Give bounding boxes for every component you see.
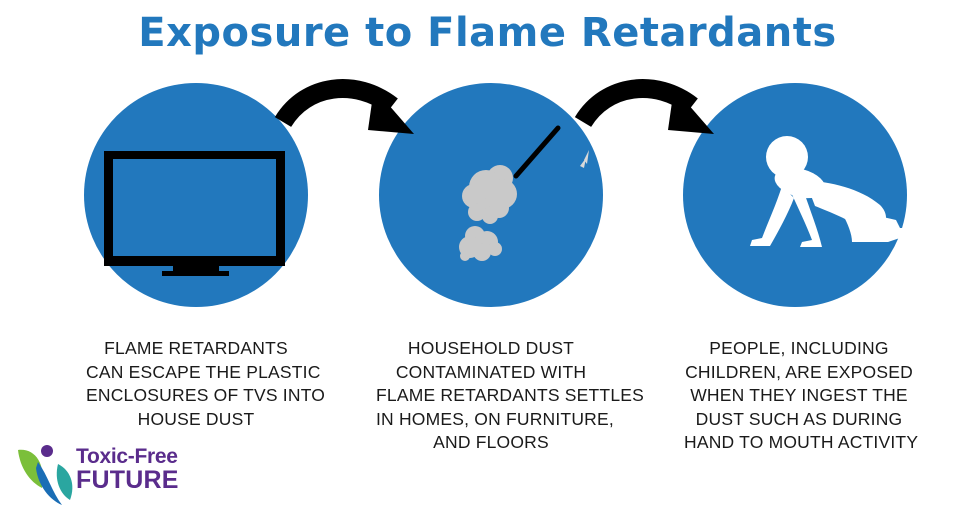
- crawling-baby-icon: [750, 136, 906, 247]
- step-1-caption: FLAME RETARDANTS CAN ESCAPE THE PLASTIC …: [86, 338, 326, 429]
- step-2-caption: HOUSEHOLD DUST CONTAMINATED WITH FLAME R…: [376, 338, 644, 452]
- tv-icon: [104, 151, 285, 276]
- duster-icon: [459, 125, 589, 261]
- arrow-2-icon: [574, 79, 714, 134]
- logo-wordmark: Toxic-Free FUTURE: [76, 446, 179, 493]
- logo-line-1: Toxic-Free: [76, 445, 178, 468]
- step-3-caption: PEOPLE, INCLUDING CHILDREN, ARE EXPOSED …: [684, 338, 919, 452]
- logo-line-2: FUTURE: [76, 466, 179, 494]
- toxic-free-future-logo-mark: [18, 445, 73, 505]
- toxic-free-future-logo: Toxic-Free FUTURE: [14, 440, 214, 510]
- arrow-1-icon: [274, 79, 414, 134]
- page-title: Exposure to Flame Retardants: [138, 10, 837, 56]
